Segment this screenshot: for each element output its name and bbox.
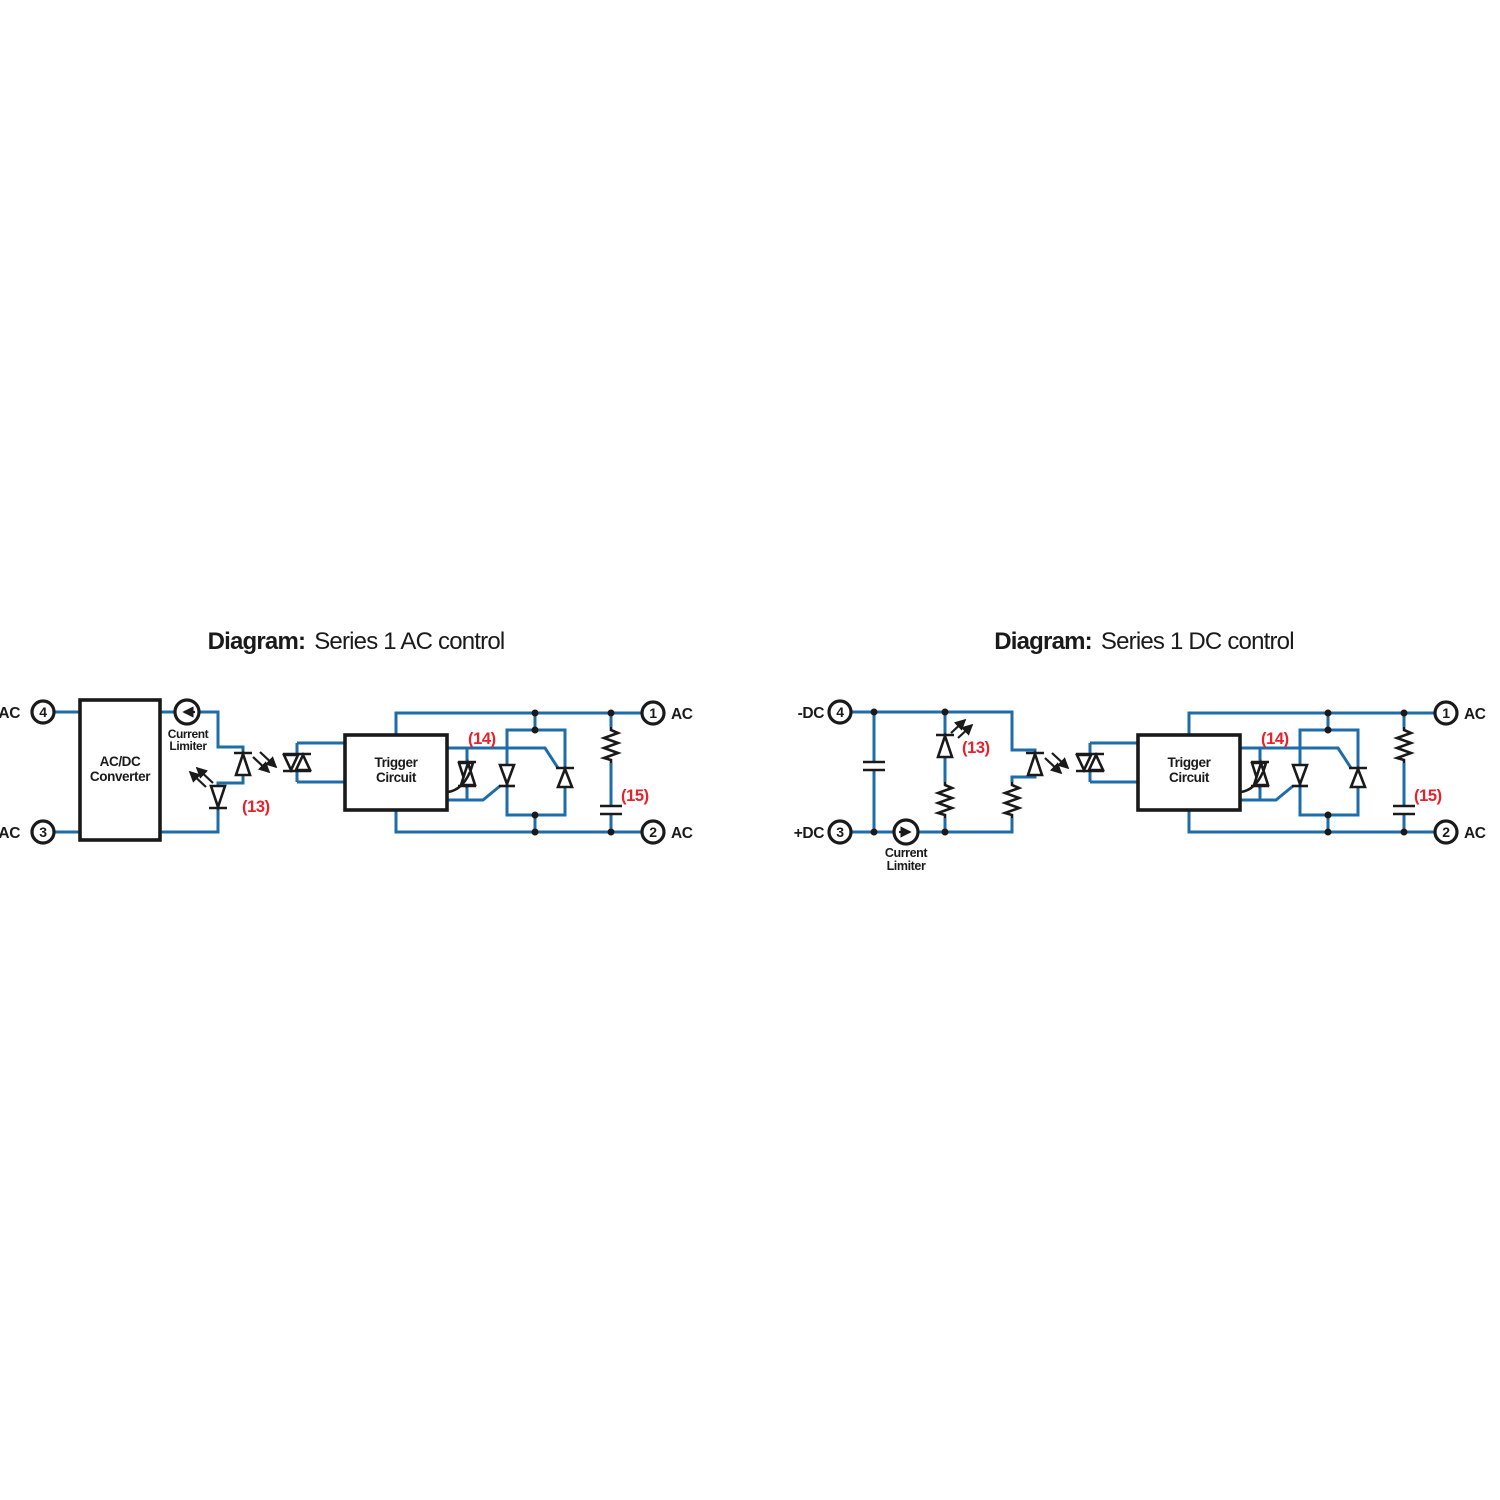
acdc-converter-label-1: AC/DC — [100, 754, 141, 769]
trigger-circuit-label-2: Circuit — [376, 770, 417, 785]
input-led-icon — [1024, 751, 1046, 777]
ref-15: (15) — [621, 787, 649, 805]
terminal-2-label: AC — [1464, 825, 1486, 842]
dc-title-prefix: Diagram: — [994, 628, 1092, 655]
terminal-4-number: 4 — [39, 704, 47, 720]
dc-diagram: -DC 4 +DC 3 (13) Current Limiter — [794, 699, 1486, 873]
ac-title-text: Series 1 AC control — [314, 628, 505, 655]
input-resistor — [1003, 780, 1021, 820]
led-emission-arrow — [195, 766, 214, 784]
terminal-2-number: 2 — [1442, 824, 1450, 840]
terminal-4-circle — [827, 699, 853, 725]
terminal-3-label: AC — [0, 825, 20, 842]
terminal-3-number: 3 — [39, 824, 47, 840]
junction-dot — [870, 708, 878, 716]
terminal-2-label: AC — [671, 825, 693, 842]
led-emission-arrow — [259, 751, 278, 769]
ac-title-prefix: Diagram: — [207, 628, 306, 655]
terminal-3-circle — [827, 819, 853, 845]
dc-title-text: Series 1 DC control — [1100, 628, 1295, 655]
led-emission-arrow — [1051, 752, 1070, 770]
led-emission-arrow — [1044, 757, 1063, 775]
current-limiter-label-1: Current — [168, 727, 209, 741]
ref-13: (13) — [962, 739, 990, 757]
current-limiter-label-2: Limiter — [887, 859, 926, 873]
ref-14: (14) — [468, 730, 496, 748]
trigger-circuit-label-1: Trigger — [375, 755, 419, 770]
terminal-3-circle — [30, 819, 56, 845]
led-emission-arrow — [950, 718, 967, 734]
input-led-icon — [934, 733, 956, 759]
trigger-circuit-label-1: Trigger — [1168, 755, 1212, 770]
terminal-4-number: 4 — [836, 704, 844, 720]
ref-13: (13) — [242, 798, 270, 816]
terminal-1-number: 1 — [1442, 705, 1450, 721]
led-emission-arrow — [957, 723, 974, 739]
ac-input-wires — [54, 710, 245, 834]
acdc-converter-label-2: Converter — [90, 769, 151, 784]
junction-dot — [870, 828, 878, 836]
ac-diagram: AC 4 AC 3 AC/DC Converter Current Limite… — [0, 698, 693, 845]
terminal-3-number: 3 — [836, 824, 844, 840]
junction-dot — [941, 708, 949, 716]
input-led-icon — [207, 784, 229, 810]
ac-output-stage — [283, 702, 664, 843]
input-led-icon — [232, 751, 254, 777]
junction-dot — [941, 828, 949, 836]
terminal-4-label: AC — [0, 705, 20, 722]
acdc-converter-box — [78, 698, 162, 842]
input-capacitor-icon — [863, 760, 885, 772]
led-emission-arrow — [252, 756, 271, 774]
terminal-1-label: AC — [671, 706, 693, 723]
input-resistor — [936, 780, 954, 820]
ref-15: (15) — [1414, 787, 1442, 805]
ac-diagram-title: Diagram: Series 1 AC control — [0, 628, 712, 658]
terminal-4-label: -DC — [798, 705, 825, 722]
terminal-2-number: 2 — [649, 824, 657, 840]
terminal-4-circle — [30, 699, 56, 725]
trigger-circuit-label-2: Circuit — [1169, 770, 1210, 785]
terminal-1-number: 1 — [649, 705, 657, 721]
terminal-3-label: +DC — [794, 825, 824, 842]
terminal-1-label: AC — [1464, 706, 1486, 723]
led-emission-arrow — [188, 770, 207, 788]
current-limiter-label-1: Current — [885, 846, 929, 860]
ref-14: (14) — [1261, 730, 1289, 748]
dc-output-stage — [1076, 702, 1457, 843]
dc-diagram-title: Diagram: Series 1 DC control — [788, 628, 1500, 658]
current-limiter-label-2: Limiter — [169, 739, 207, 753]
